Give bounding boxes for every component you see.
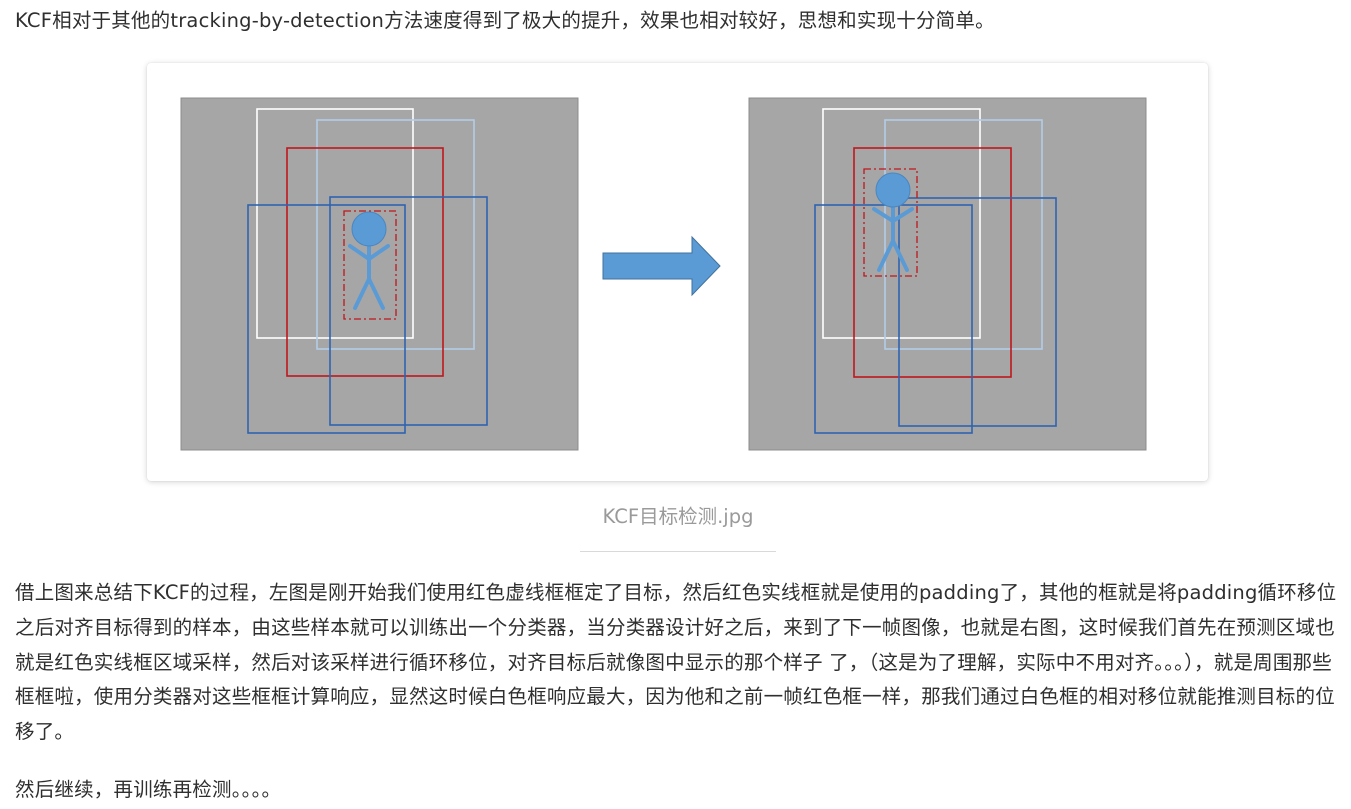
right-red-dashed-target-box (863, 168, 918, 277)
left-light-blue-box (316, 119, 475, 350)
right-red-box (853, 147, 1012, 378)
right-arrow-icon (602, 235, 721, 297)
left-figure-head (351, 211, 387, 247)
left-red-dashed-target-box (343, 210, 397, 320)
left-frame (180, 97, 579, 451)
caption-divider (580, 551, 776, 552)
left-dark-blue-box-1 (247, 204, 406, 434)
right-figure-head (875, 172, 911, 208)
right-white-box (822, 108, 981, 339)
right-light-blue-box (884, 119, 1043, 350)
closing-paragraph: 然后继续，再训练再检测。。。。 (15, 778, 282, 801)
left-frame-background (180, 97, 579, 451)
right-stick-figure (872, 203, 914, 272)
left-red-box (286, 147, 444, 377)
right-frame-background (748, 97, 1147, 451)
right-frame (748, 97, 1147, 451)
left-dark-blue-box-2 (329, 196, 488, 426)
left-stick-figure (348, 241, 390, 310)
intro-paragraph: KCF相对于其他的tracking-by-detection方法速度得到了极大的… (15, 9, 995, 32)
explanation-paragraph: 借上图来总结下KCF的过程，左图是刚开始我们使用红色虚线框框定了目标，然后红色实… (15, 581, 1337, 744)
figure-caption: KCF目标检测.jpg (602, 505, 754, 528)
left-white-box (256, 108, 414, 339)
figure-image (147, 63, 1208, 481)
right-dark-blue-box-2 (898, 197, 1057, 427)
